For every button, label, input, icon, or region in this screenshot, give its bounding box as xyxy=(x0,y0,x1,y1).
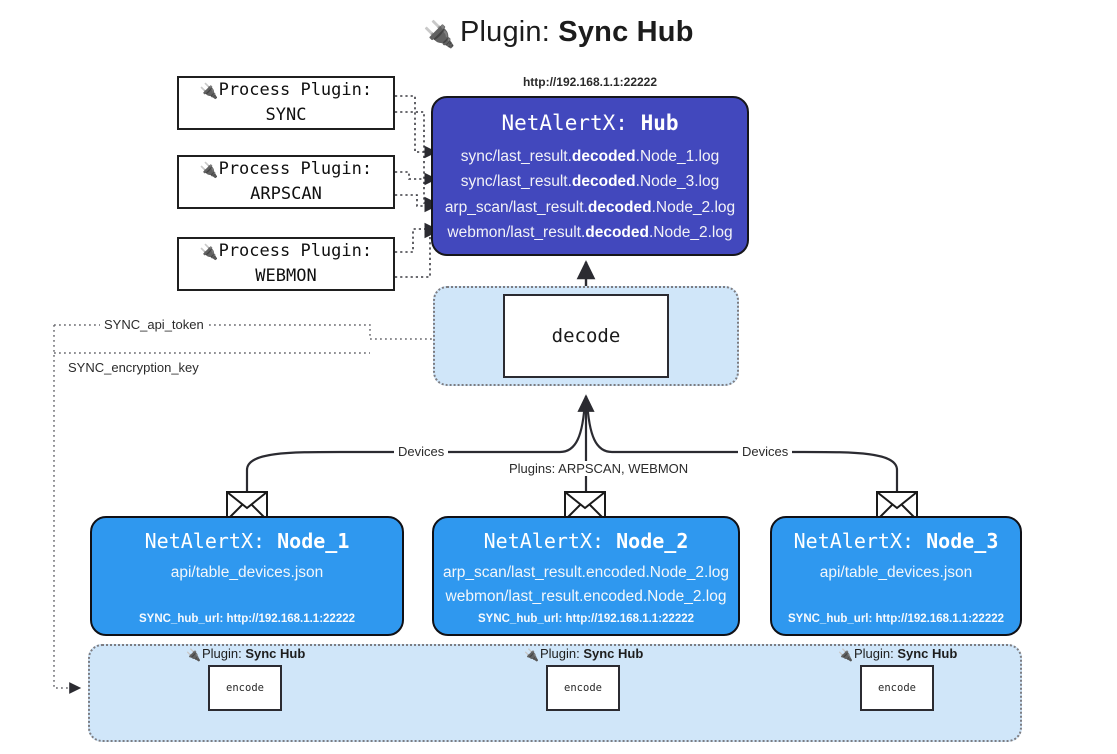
encode-box-2[interactable]: encode xyxy=(546,665,620,711)
edge-arpscan-to-log3 xyxy=(395,194,438,213)
hub-title-name: Hub xyxy=(640,111,679,135)
edge-webmon-to-log4 xyxy=(395,222,438,253)
edge-label-sync-encryption-key: SYNC_encryption_key xyxy=(64,360,203,375)
process-plugin-arpscan-line2: ARPSCAN xyxy=(250,184,322,205)
process-plugin-arpscan-box[interactable]: 🔌Process Plugin: ARPSCAN xyxy=(177,155,395,209)
node-card-node-1[interactable]: NetAlertX: Node_1 api/table_devices.json… xyxy=(90,516,404,636)
node-line: api/table_devices.json xyxy=(170,564,324,581)
edge-webmon-to-log4b xyxy=(395,225,438,278)
node-line: webmon/last_result.encoded.Node_2.log xyxy=(445,588,727,605)
process-plugin-webmon-line1: 🔌Process Plugin: xyxy=(199,241,373,262)
node-title: NetAlertX: Node_2 xyxy=(483,529,689,553)
plug-icon: 🔌 xyxy=(423,19,456,49)
page-title-prefix: Plugin: xyxy=(459,16,551,48)
encode-box-1[interactable]: encode xyxy=(208,665,282,711)
hub-card[interactable]: NetAlertX: Hub sync/last_result.decoded.… xyxy=(431,96,749,256)
plug-icon: 🔌 xyxy=(524,648,539,662)
process-plugin-webmon-line2: WEBMON xyxy=(255,266,317,287)
edge-label-devices-left: Devices xyxy=(394,444,449,459)
edge-arpscan-to-log2 xyxy=(395,171,438,186)
plug-icon: 🔌 xyxy=(199,243,219,262)
plugin-tag-encode-2: 🔌Plugin: Sync Hub xyxy=(524,646,644,662)
node-title: NetAlertX: Node_1 xyxy=(144,529,350,553)
hub-log-line: webmon/last_result.decoded.Node_2.log xyxy=(447,223,733,241)
plug-icon: 🔌 xyxy=(199,161,219,180)
hub-title: NetAlertX: Hub xyxy=(501,111,678,135)
node-footer: SYNC_hub_url: http://192.168.1.1:22222 xyxy=(138,613,356,625)
encode-box-3[interactable]: encode xyxy=(860,665,934,711)
plugin-tag-encode-1: 🔌Plugin: Sync Hub xyxy=(186,646,306,662)
node-title: NetAlertX: Node_3 xyxy=(793,529,999,553)
page-title: 🔌Plugin: Sync Hub xyxy=(0,16,1117,50)
process-plugin-sync-line1: 🔌Process Plugin: xyxy=(199,80,373,101)
edge-sync-to-log1 xyxy=(395,95,438,159)
edge-label-sync-api-token: SYNC_api_token xyxy=(100,317,208,332)
hub-log-line: arp_scan/last_result.decoded.Node_2.log xyxy=(444,198,736,216)
envelope-icon xyxy=(876,491,918,521)
edge-label-devices-right: Devices xyxy=(738,444,793,459)
process-plugin-sync-line2: SYNC xyxy=(265,105,307,126)
page-title-name: Sync Hub xyxy=(558,16,694,48)
hub-url-label: http://192.168.1.1:22222 xyxy=(522,75,658,89)
edge-sync-to-log3 xyxy=(395,111,438,210)
node-footer: SYNC_hub_url: http://192.168.1.1:22222 xyxy=(477,613,695,625)
node-card-node-2[interactable]: NetAlertX: Node_2 arp_scan/last_result.e… xyxy=(432,516,740,636)
edge-label-plugins-center: Plugins: ARPSCAN, WEBMON xyxy=(505,461,693,476)
hub-title-prefix: NetAlertX: xyxy=(501,111,628,135)
plug-icon: 🔌 xyxy=(838,648,853,662)
node-line: api/table_devices.json xyxy=(819,564,973,581)
process-plugin-arpscan-line1: 🔌Process Plugin: xyxy=(199,159,373,180)
plugin-tag-encode-3: 🔌Plugin: Sync Hub xyxy=(838,646,958,662)
hub-log-line: sync/last_result.decoded.Node_1.log xyxy=(460,148,720,165)
plug-icon: 🔌 xyxy=(199,82,219,101)
decode-box[interactable]: decode xyxy=(503,294,669,378)
edge-encryption-key-to-encode-panel xyxy=(53,325,82,694)
node-line: arp_scan/last_result.encoded.Node_2.log xyxy=(442,564,730,581)
hub-log-line: sync/last_result.decoded.Node_3.log xyxy=(460,173,720,191)
node-footer: SYNC_hub_url: http://192.168.1.1:22222 xyxy=(787,613,1005,625)
plug-icon: 🔌 xyxy=(186,648,201,662)
node-card-node-3[interactable]: NetAlertX: Node_3 api/table_devices.json… xyxy=(770,516,1022,636)
process-plugin-sync-box[interactable]: 🔌Process Plugin: SYNC xyxy=(177,76,395,130)
process-plugin-webmon-box[interactable]: 🔌Process Plugin: WEBMON xyxy=(177,237,395,291)
